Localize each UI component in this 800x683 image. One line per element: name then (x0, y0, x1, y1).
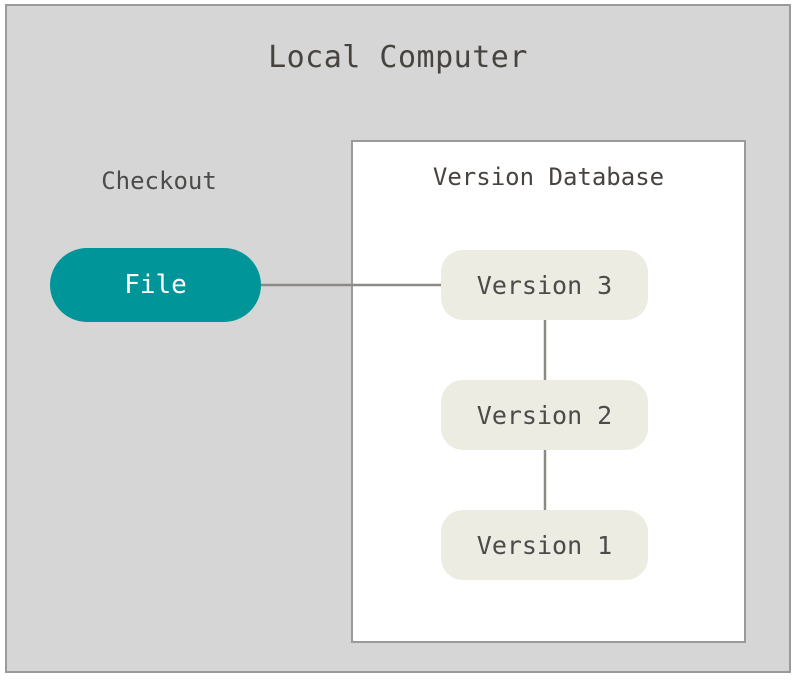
checkout-label: Checkout (101, 167, 217, 195)
page-title: Local Computer (268, 40, 528, 75)
node-file[interactable]: File (50, 248, 261, 322)
node-version-1[interactable]: Version 1 (441, 510, 648, 580)
node-version-3[interactable]: Version 3 (441, 250, 648, 320)
version-database-title: Version Database (432, 163, 665, 191)
node-version-2[interactable]: Version 2 (441, 380, 648, 450)
